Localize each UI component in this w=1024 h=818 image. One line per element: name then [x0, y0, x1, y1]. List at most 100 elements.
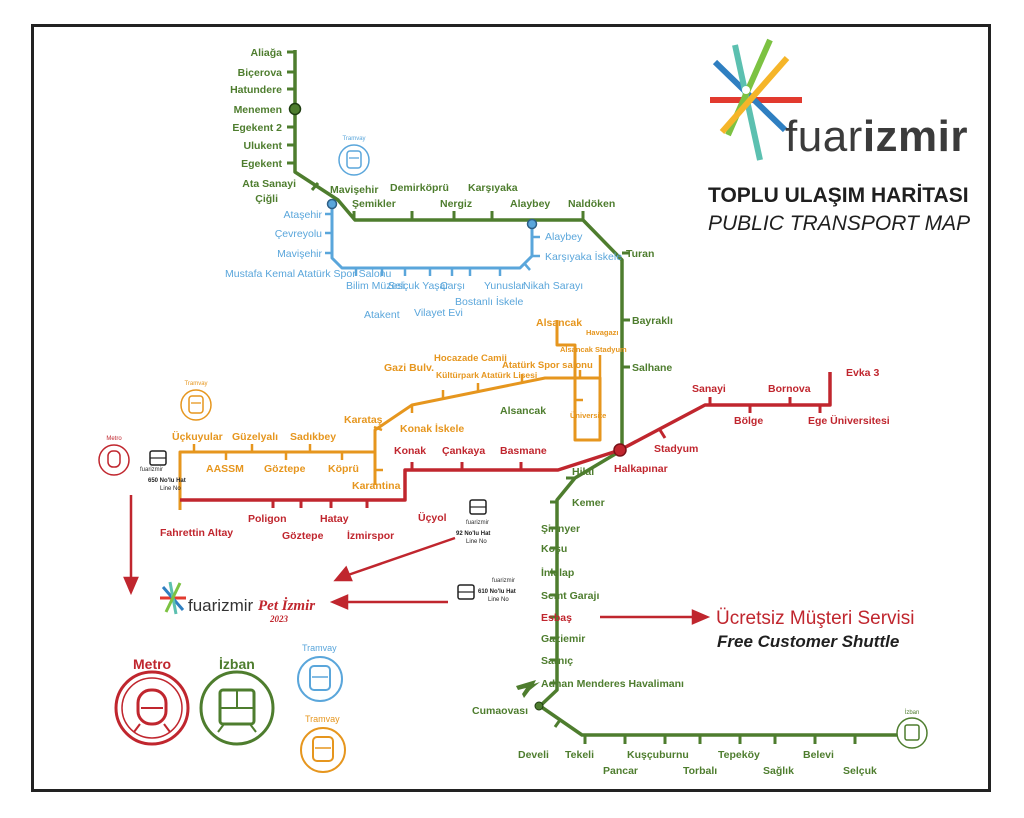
station-label: Bilim Müzesi [346, 280, 405, 292]
station-label: Fahrettin Altay [160, 527, 233, 539]
shuttle-arrows [123, 495, 711, 625]
station-label: Bayraklı [632, 315, 673, 327]
page-title-en: PUBLIC TRANSPORT MAP [708, 212, 971, 235]
fair-event-text: Pet İzmir [258, 597, 315, 614]
station-label: Egekent [241, 158, 282, 170]
bus-92-en: Line No [466, 539, 487, 545]
station-label: Ataşehir [283, 209, 322, 221]
station-label: Sarnıç [541, 655, 573, 667]
station-label: Kuşçuburnu [627, 749, 689, 761]
station-label: Göztepe [264, 463, 306, 475]
alaybey-transfer [526, 218, 538, 230]
tramvay-orange-label: Tramvay [184, 381, 207, 387]
station-label: Karataş [344, 414, 383, 426]
station-label: Atatürk Spor salonu [502, 360, 593, 371]
station-label: Göztepe [282, 530, 324, 542]
mavisehir-transfer [326, 198, 338, 210]
fair-logo-icon [160, 581, 186, 615]
station-label: Nergiz [440, 198, 472, 210]
station-label: Üçkuyular [172, 430, 223, 443]
legend-tram-blue-label: Tramvay [302, 643, 337, 653]
halkapinar-transfer [613, 443, 627, 457]
station-label: Koşu [541, 543, 567, 555]
station-label: Ulukent [243, 140, 282, 152]
station-label: Sanayi [692, 383, 726, 395]
station-label: Çiğli [255, 193, 278, 205]
station-label: Gazi Bulv. [384, 362, 434, 374]
legend-metro-label: Metro [133, 656, 172, 672]
station-label: Egekent 2 [232, 122, 282, 134]
station-label: Üniversite [570, 411, 606, 420]
station-label: Aliağa [250, 47, 282, 59]
station-label: Alsancak [500, 405, 546, 417]
legend-izban-label: İzban [219, 656, 255, 672]
station-label: Nikah Sarayı [523, 280, 583, 292]
tram-karsiyaka-labels: Ataşehir Çevreyolu Mavişehir Mustafa Kem… [225, 209, 622, 321]
map-frame [31, 24, 991, 792]
shuttle-title-en: Free Customer Shuttle [717, 632, 900, 651]
mini-brand-610: fuarizmir [492, 578, 515, 584]
station-label: Ege Üniversitesi [808, 414, 890, 427]
tram-karsiyaka-line [330, 204, 534, 270]
brand-prefix: fuar [785, 112, 863, 161]
station-label: Basmane [500, 445, 547, 457]
bus-610-label: 610 No'lu Hat [478, 589, 516, 595]
station-label: Havagazı [586, 328, 619, 337]
bus-650-icon: 650 No'lu Hat Line No fuarizmir [140, 450, 186, 492]
izban-labels: Aliağa Biçerova Hatundere Menemen Egeken… [230, 47, 877, 777]
tramvay-blue-label: Tramvay [342, 136, 365, 142]
station-label: Evka 3 [846, 367, 879, 379]
station-label: Yunuslar [484, 280, 525, 292]
station-label: Turan [626, 248, 654, 260]
station-label: Bornova [768, 383, 811, 395]
legend-izban-icon [199, 670, 275, 746]
station-label: Atakent [364, 309, 400, 321]
station-label: Selçuk [843, 765, 877, 777]
metro-small-label: Metro [106, 436, 122, 442]
station-label: Alsancak [536, 317, 582, 329]
station-label: Tekeli [565, 749, 594, 761]
station-label: Develi [518, 749, 549, 761]
station-label: Sadıkbey [290, 431, 336, 443]
bus-92-icon: fuarizmir 92 No'lu Hat Line No [456, 499, 490, 545]
legend-tram-orange-label: Tramvay [305, 714, 340, 724]
station-label: Semt Garajı [541, 590, 599, 602]
station-label: Selçuk Yaşar [388, 280, 449, 292]
station-label: Karşıyaka İskele [545, 250, 622, 263]
fair-brand-text: fuarizmir [188, 596, 254, 615]
station-label: İnkılap [541, 566, 574, 579]
station-label: Çarşı [440, 280, 465, 292]
mini-brand-92: fuarizmir [466, 520, 489, 526]
cumaovasi-transfer [534, 701, 544, 711]
bus-610-icon: fuarizmir 610 No'lu Hat Line No [457, 578, 516, 603]
brand-wordmark: fuarizmir [785, 112, 968, 162]
bus-650-en: Line No [160, 486, 181, 492]
station-label: Üçyol [418, 511, 447, 524]
station-label: Kemer [572, 497, 605, 509]
station-label: Salhane [632, 362, 672, 374]
station-label: Şemikler [352, 198, 396, 210]
station-label: Bölge [734, 415, 763, 427]
legend-tram-blue-icon [297, 656, 343, 702]
station-label: Köprü [328, 463, 359, 475]
metro-line [180, 372, 832, 502]
station-label: Konak İskele [400, 422, 464, 435]
station-label: Naldöken [568, 198, 615, 210]
station-label: Stadyum [654, 443, 698, 455]
tram-konak-labels: Alsancak Havagazı Alsancak Stadyum Ünive… [172, 317, 627, 492]
station-label: Halkapınar [614, 463, 668, 475]
station-label: Güzelyalı [232, 431, 278, 443]
station-label: İzmirspor [347, 529, 394, 542]
fair-year-text: 2023 [269, 614, 289, 624]
station-label: Gaziemir [541, 633, 585, 645]
station-label: Biçerova [238, 67, 283, 79]
station-label: Alaybey [510, 198, 550, 210]
station-label: Çevreyolu [275, 228, 322, 240]
brand-suffix: izmir [862, 112, 969, 161]
station-label: Menemen [234, 104, 282, 116]
shuttle-title-tr: Ücretsiz Müşteri Servisi [716, 608, 915, 629]
legend-tram-orange-icon [300, 727, 346, 773]
station-label: AASSM [206, 463, 244, 475]
station-label: Mavişehir [330, 184, 378, 196]
